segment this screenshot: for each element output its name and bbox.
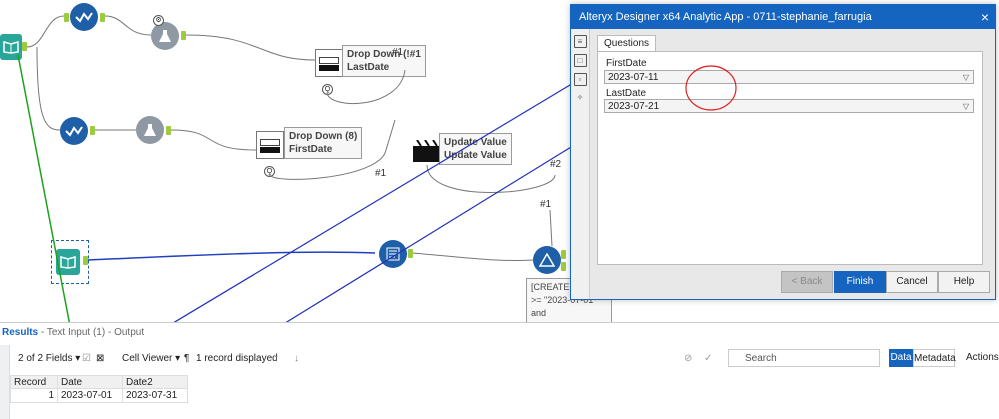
- output-anchor[interactable]: [181, 31, 186, 40]
- wand-icon[interactable]: ✧: [576, 93, 584, 102]
- output-anchor[interactable]: [408, 249, 413, 258]
- column-header[interactable]: Date: [57, 375, 123, 389]
- dropdown-tool-firstdate[interactable]: [256, 131, 284, 159]
- flask-icon: [144, 124, 156, 136]
- cancel-button[interactable]: Cancel: [886, 271, 938, 293]
- fields-dropdown[interactable]: 2 of 2 Fields ▾: [18, 353, 81, 364]
- wire-label: #1: [392, 47, 404, 58]
- help-button[interactable]: Help: [938, 271, 990, 293]
- true-anchor[interactable]: [561, 250, 566, 259]
- dialog-title: Alteryx Designer x64 Analytic App - 0711…: [571, 5, 995, 29]
- firstdate-label: FirstDate: [606, 58, 647, 69]
- flask-icon: [159, 30, 171, 42]
- results-side-strip: [0, 345, 10, 419]
- book-icon: [60, 256, 76, 269]
- book-icon: [3, 41, 19, 54]
- check-wave-icon: [75, 12, 93, 23]
- clapper-icon: [413, 139, 439, 147]
- filter-tool[interactable]: [533, 246, 561, 274]
- table-row[interactable]: 1 2023-07-01 2023-07-31: [10, 388, 188, 403]
- lastdate-label: LastDate: [606, 88, 647, 99]
- questions-panel: FirstDate 2023-07-11 ▽ LastDate 2023-07-…: [597, 51, 983, 265]
- wire-label: #1: [375, 168, 387, 179]
- back-button[interactable]: < Back: [781, 271, 833, 293]
- question-anchor: Q: [264, 166, 275, 177]
- update-value-tool[interactable]: [413, 139, 439, 162]
- lastdate-value: 2023-07-21: [608, 101, 660, 112]
- annotation-dropdown-lastdate: Drop Down (!#1 LastDate: [342, 45, 426, 77]
- fields-label: 2 of 2 Fields: [18, 353, 73, 364]
- results-title: Results - Text Input (1) - Output: [2, 327, 144, 338]
- question-anchor: Q: [322, 84, 333, 95]
- cell-viewer-dropdown[interactable]: Cell Viewer ▾: [122, 353, 181, 364]
- results-title-rest: - Text Input (1) - Output: [38, 327, 145, 338]
- column-header[interactable]: Record: [10, 375, 58, 389]
- chevron-down-icon: ▽: [962, 102, 969, 111]
- arrow-up-icon[interactable]: ↑: [274, 353, 279, 364]
- annotation-dropdown-firstdate: Drop Down (8) FirstDate: [284, 127, 363, 159]
- config-badge: ⚙: [153, 15, 164, 26]
- triangle-filter-icon: [539, 253, 555, 267]
- firstdate-dropdown[interactable]: 2023-07-11 ▽: [604, 70, 974, 84]
- dropdown-tool-lastdate[interactable]: [315, 49, 343, 77]
- datetime-tool-1[interactable]: [70, 3, 98, 31]
- input-anchor[interactable]: [64, 13, 69, 22]
- records-displayed: 1 record displayed: [196, 353, 278, 364]
- cancel-circle-icon[interactable]: ⊘: [684, 353, 693, 364]
- close-icon[interactable]: ×: [980, 9, 989, 25]
- folder-open-icon[interactable]: □: [573, 54, 587, 67]
- wire-label: #2: [550, 159, 562, 170]
- text-input-tool-2[interactable]: [56, 249, 80, 275]
- red-circle-markup: [685, 65, 737, 111]
- output-anchor[interactable]: [90, 126, 95, 135]
- search-placeholder: Search: [745, 353, 777, 364]
- checkmark-icon[interactable]: ✓: [704, 353, 713, 364]
- datetime-tool-2[interactable]: [60, 117, 88, 145]
- close-box-icon[interactable]: ⊠: [96, 353, 105, 364]
- formula-tool-2[interactable]: [136, 116, 164, 144]
- check-icon[interactable]: ☑: [82, 353, 91, 364]
- chevron-down-icon: ▽: [962, 73, 969, 82]
- column-header[interactable]: Date2: [122, 375, 188, 389]
- cell-viewer-label: Cell Viewer: [122, 353, 173, 364]
- wire-label: #1: [540, 199, 552, 210]
- select-tool[interactable]: [379, 240, 407, 268]
- text-input-tool[interactable]: [0, 34, 22, 60]
- actions-button[interactable]: Actions: [966, 352, 999, 363]
- data-toggle[interactable]: Data: [889, 349, 913, 367]
- search-input[interactable]: Search: [728, 349, 880, 367]
- dialog-sidebar: ≡ □ ▫ ✧: [571, 29, 590, 299]
- analytic-app-dialog: Alteryx Designer x64 Analytic App - 0711…: [570, 4, 996, 300]
- results-panel: Results - Text Input (1) - Output 2 of 2…: [0, 322, 999, 419]
- annotation-update-value: Update Value Update Value: [439, 133, 512, 165]
- output-anchor[interactable]: [166, 126, 171, 135]
- lastdate-dropdown[interactable]: 2023-07-21 ▽: [604, 99, 974, 113]
- metadata-toggle[interactable]: Metadata: [913, 349, 956, 367]
- cell: 2023-07-31: [122, 388, 188, 403]
- output-anchor[interactable]: [100, 13, 105, 22]
- output-anchor[interactable]: [22, 42, 27, 51]
- results-toolbar: 2 of 2 Fields ▾ ☑ ⊠ Cell Viewer ▾ ¶ 1 re…: [12, 350, 997, 368]
- tab-questions[interactable]: Questions: [597, 35, 657, 52]
- output-anchor[interactable]: [83, 256, 88, 265]
- firstdate-value: 2023-07-11: [608, 72, 659, 83]
- check-wave-icon: [65, 126, 83, 137]
- form-icon[interactable]: ≡: [573, 35, 587, 48]
- cell: 1: [10, 388, 58, 403]
- formula-tool-1[interactable]: [151, 22, 179, 50]
- pilcrow-icon[interactable]: ¶: [184, 353, 190, 364]
- results-title-prefix: Results: [2, 327, 39, 338]
- list-icon: [386, 247, 400, 261]
- cell: 2023-07-01: [57, 388, 123, 403]
- false-anchor[interactable]: [561, 262, 566, 271]
- arrow-down-icon[interactable]: ↓: [294, 353, 299, 364]
- save-icon[interactable]: ▫: [573, 73, 587, 86]
- finish-button[interactable]: Finish: [834, 271, 886, 293]
- results-grid: Record Date Date2 1 2023-07-01 2023-07-3…: [10, 375, 188, 403]
